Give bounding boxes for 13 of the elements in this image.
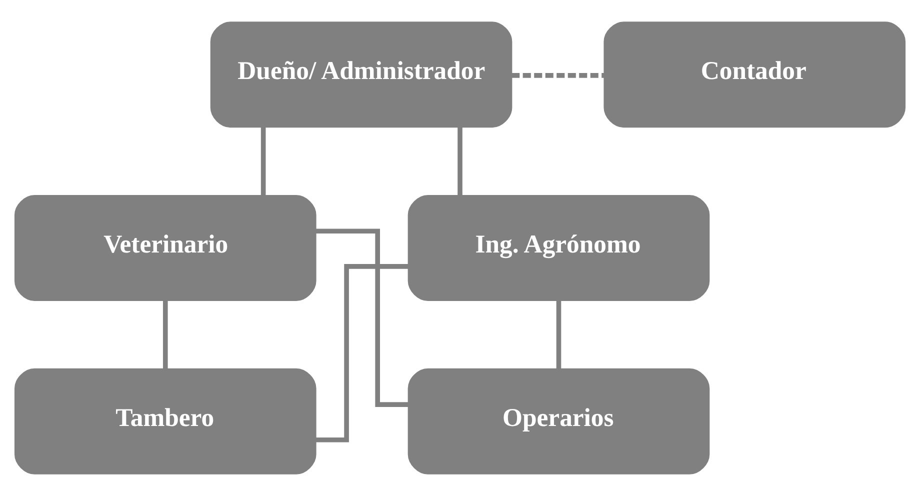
node-box: Tambero	[14, 368, 316, 474]
connector	[512, 72, 604, 78]
node-box: Dueño/ Administrador	[210, 21, 512, 128]
connector	[556, 300, 562, 369]
connector	[316, 264, 408, 442]
connector	[162, 300, 168, 369]
node-box: Operarios	[408, 368, 710, 474]
node-box: Veterinario	[14, 194, 316, 300]
node-box: Contador	[604, 21, 906, 128]
connector	[316, 228, 408, 406]
node-box: Ing. Agrónomo	[408, 194, 710, 300]
connector	[260, 126, 266, 196]
connector	[458, 126, 462, 196]
